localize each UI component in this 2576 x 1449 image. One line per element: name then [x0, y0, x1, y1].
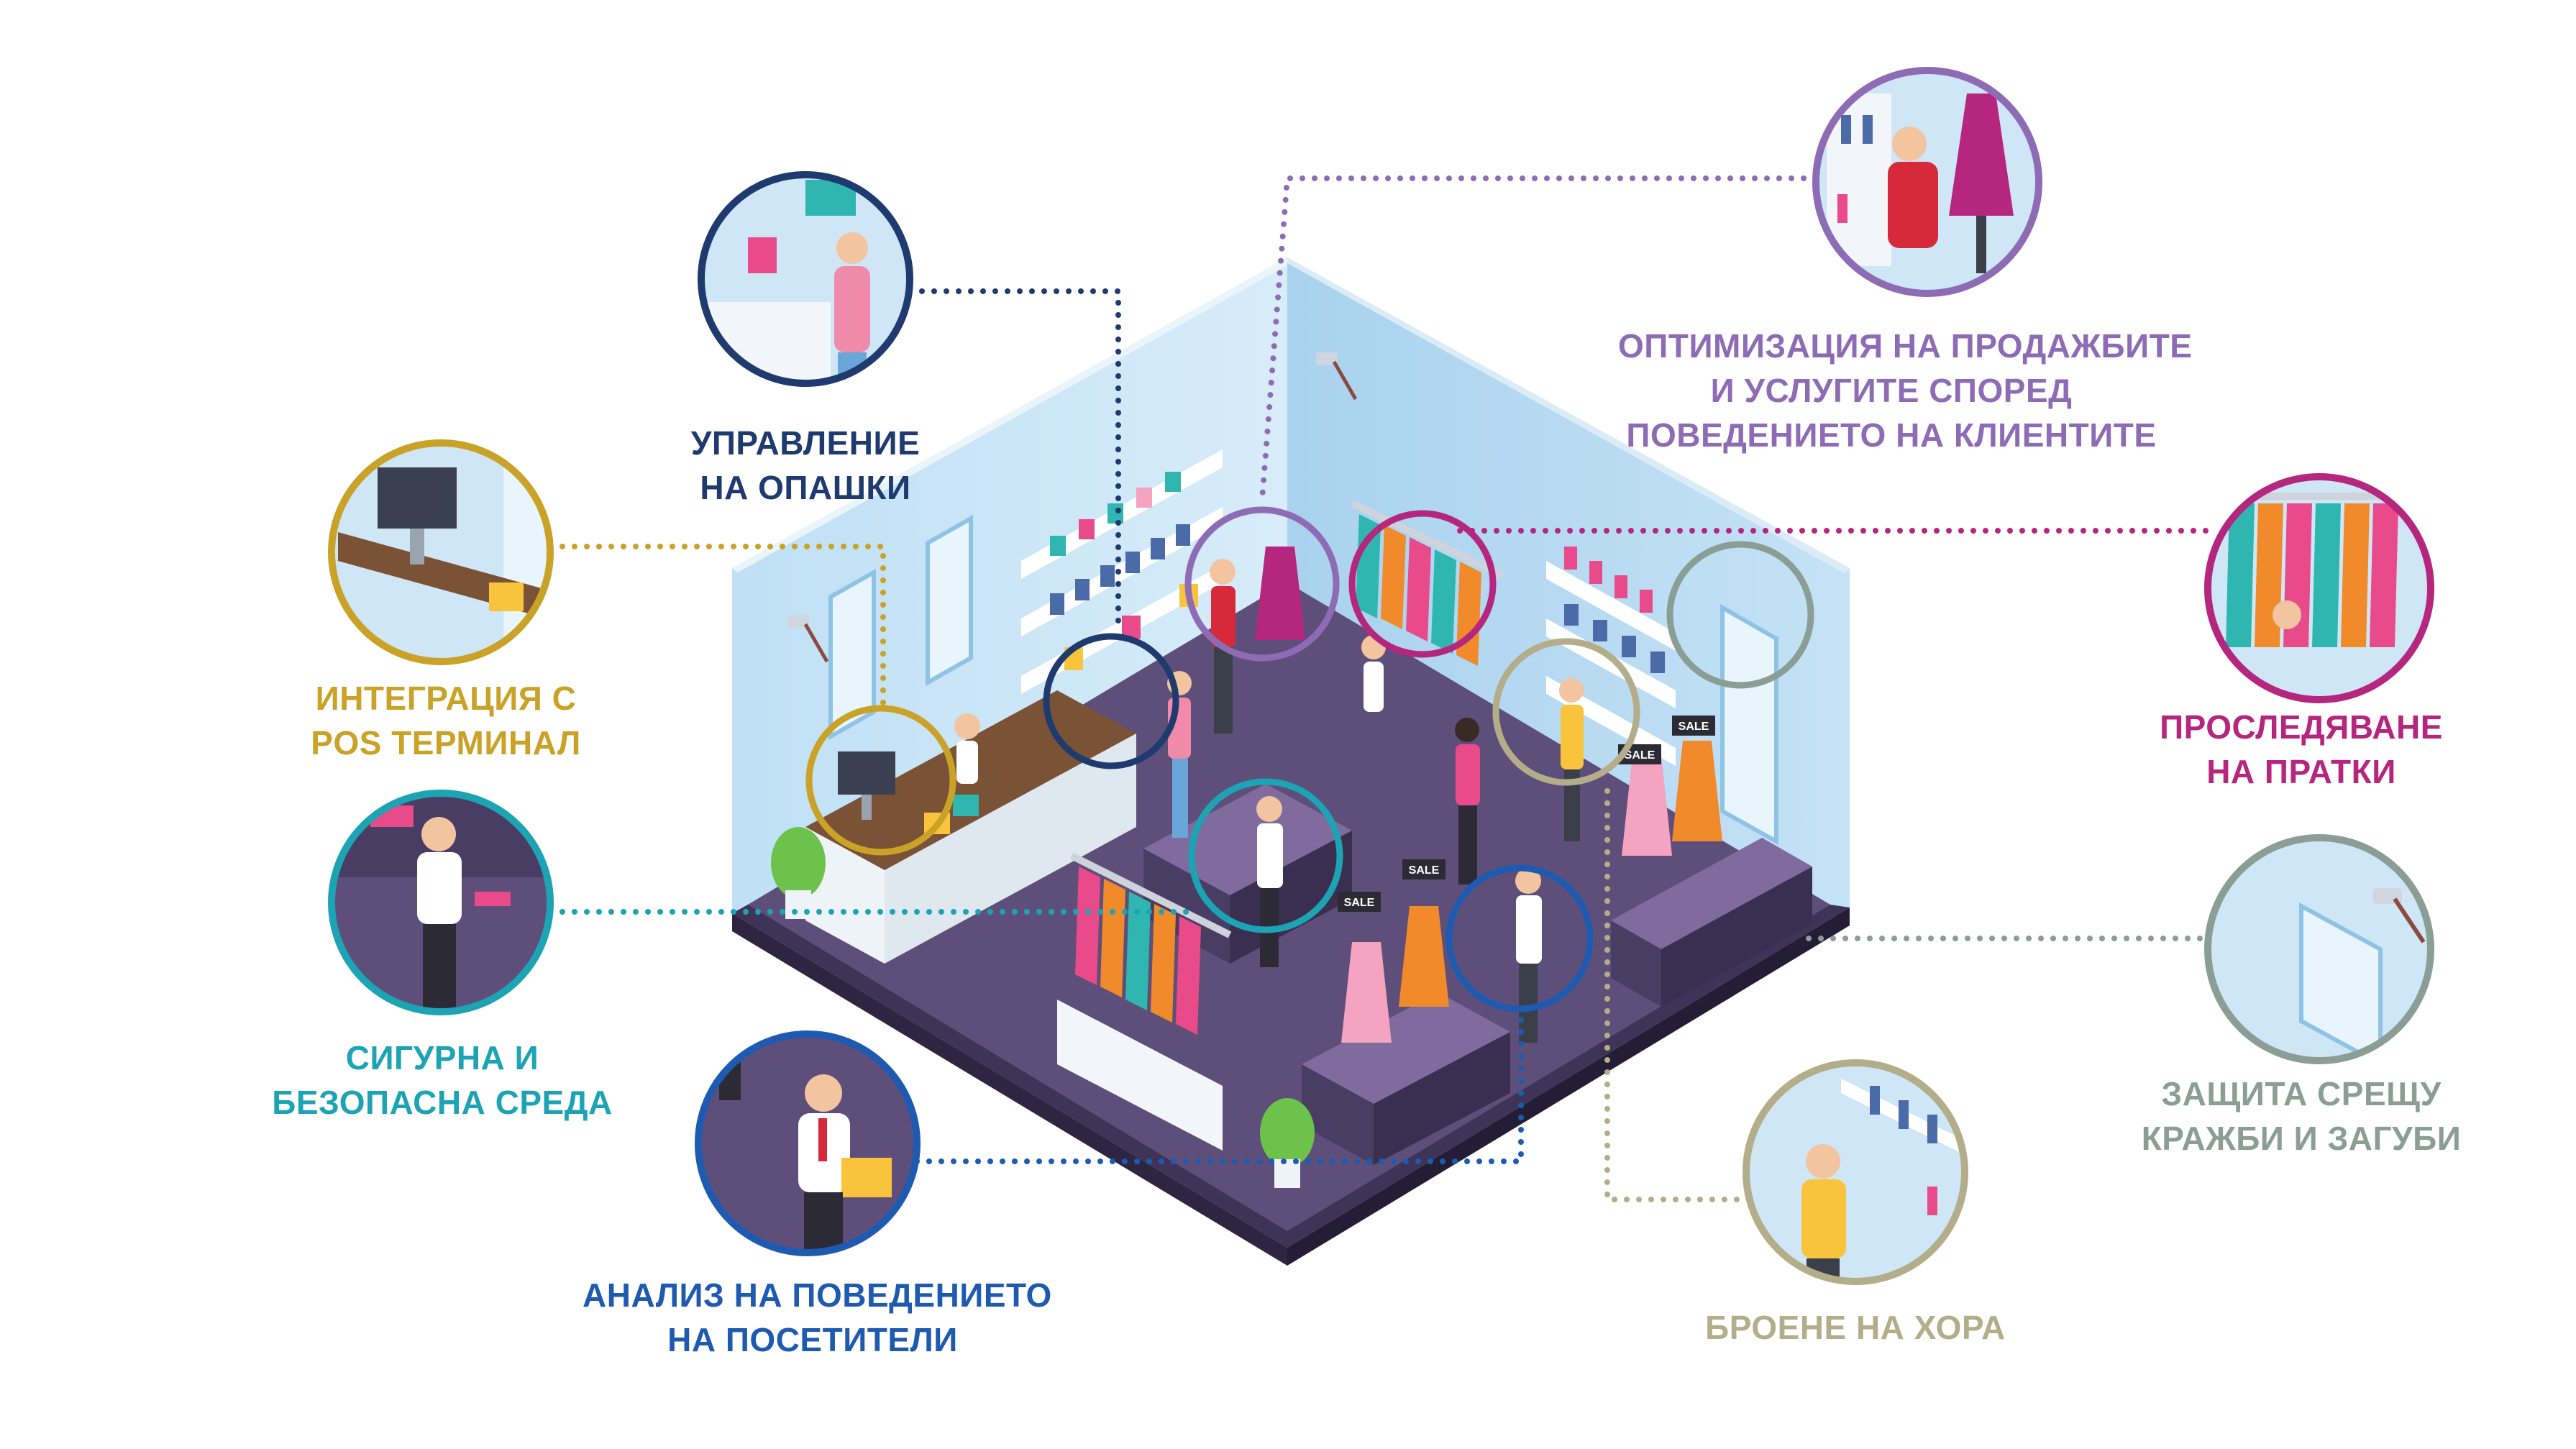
label-queue-management: УПРАВЛЕНИЕ НА ОПАШКИ	[669, 421, 942, 510]
connector-pos	[547, 544, 886, 715]
thumb-queue	[698, 171, 913, 387]
sale-tag-text: SALE	[1409, 864, 1440, 877]
thumb-counting	[1743, 1059, 1968, 1285]
thumb-pos	[328, 439, 554, 665]
label-line: КРАЖБИ И ЗАГУБИ	[2141, 1120, 2462, 1157]
thumb-optimization	[1812, 67, 2042, 297]
label-shipment-tracking: ПРОСЛЕДЯВАНЕ НА ПРАТКИ	[2150, 705, 2452, 794]
label-line: БЕЗОПАСНА СРЕДА	[272, 1084, 613, 1121]
store-room: SALE SALE SALE SALE	[732, 257, 1850, 1266]
door	[1720, 603, 1778, 846]
label-line: НА ПРАТКИ	[2206, 753, 2396, 790]
label-line: ЗАЩИТА СРЕЩУ	[2161, 1075, 2442, 1112]
scene-highlights	[805, 506, 1814, 1013]
sale-tag-text: SALE	[1344, 897, 1375, 909]
window	[926, 514, 973, 687]
connector-counting	[1604, 788, 1749, 1202]
floor-edge-left	[732, 913, 1287, 1266]
sale-tags: SALE SALE SALE SALE	[1338, 716, 1715, 912]
highlight-security	[1188, 778, 1343, 933]
label-line: ПОВЕДЕНИЕТО НА КЛИЕНТИТЕ	[1626, 416, 2157, 454]
label-line: НА ОПАШКИ	[700, 469, 911, 506]
label-line: АНАЛИЗ НА ПОВЕДЕНИЕТО	[583, 1276, 1052, 1314]
sale-tag-text: SALE	[1625, 749, 1655, 762]
label-pos-integration: ИНТЕГРАЦИЯ С POS ТЕРМИНАЛ	[302, 676, 590, 765]
label-line: УПРАВЛЕНИЕ	[690, 424, 921, 462]
label-secure-environment: СИГУРНА И БЕЗОПАСНА СРЕДА	[259, 1036, 626, 1125]
label-line: ИНТЕГРАЦИЯ С	[315, 680, 577, 717]
people	[954, 559, 1584, 1043]
label-people-counting: БРОЕНЕ НА ХОРА	[1668, 1305, 2042, 1350]
sale-tag-text: SALE	[1678, 721, 1709, 733]
label-line: ПРОСЛЕДЯВАНЕ	[2160, 708, 2443, 746]
security-cameras	[787, 352, 1358, 663]
floor-edge-right	[1287, 908, 1850, 1266]
clothing-rack-back	[1350, 500, 1505, 666]
label-theft-protection: ЗАЩИТА СРЕЩУ КРАЖБИ И ЗАГУБИ	[2114, 1071, 2488, 1161]
sale-tag	[1402, 859, 1445, 879]
thumb-tracking	[2204, 473, 2434, 703]
highlight-pos	[805, 705, 956, 856]
right-wall-top	[1287, 257, 1850, 574]
connectors	[547, 175, 2211, 1202]
highlight-queue	[1043, 633, 1179, 769]
mannequins	[1255, 547, 1722, 1043]
clothing-rack-front	[1057, 852, 1232, 1151]
highlight-tracking	[1348, 510, 1497, 658]
label-line: ОПТИМИЗАЦИЯ НА ПРОДАЖБИТЕ	[1618, 327, 2193, 365]
highlight-counting	[1492, 638, 1640, 786]
label-line: НА ПОСЕТИТЕЛИ	[667, 1321, 958, 1358]
connector-optimization	[1259, 175, 1819, 503]
thumb-behavior	[695, 1030, 921, 1256]
label-visitor-behavior: АНАЛИЗ НА ПОВЕДЕНИЕТО НА ПОСЕТИТЕЛИ	[583, 1273, 1052, 1362]
left-wall	[732, 257, 1287, 913]
label-line: POS ТЕРМИНАЛ	[311, 724, 581, 762]
thumb-theft	[2204, 834, 2434, 1064]
label-line: БРОЕНЕ НА ХОРА	[1705, 1309, 2006, 1346]
label-line: И УСЛУГИТЕ СПОРЕД	[1710, 372, 2073, 409]
highlight-behavior	[1445, 864, 1594, 1013]
thumb-security	[328, 790, 554, 1015]
sale-tag	[1338, 892, 1381, 912]
label-line: СИГУРНА И	[345, 1039, 539, 1077]
sale-tag	[1672, 716, 1715, 736]
highlight-optimization	[1184, 506, 1340, 662]
left-wall-top	[732, 257, 1291, 572]
label-sales-optimization: ОПТИМИЗАЦИЯ НА ПРОДАЖБИТЕ И УСЛУГИТЕ СПО…	[1618, 324, 2193, 457]
highlight-theft	[1666, 541, 1814, 689]
connector-queue	[907, 288, 1121, 636]
